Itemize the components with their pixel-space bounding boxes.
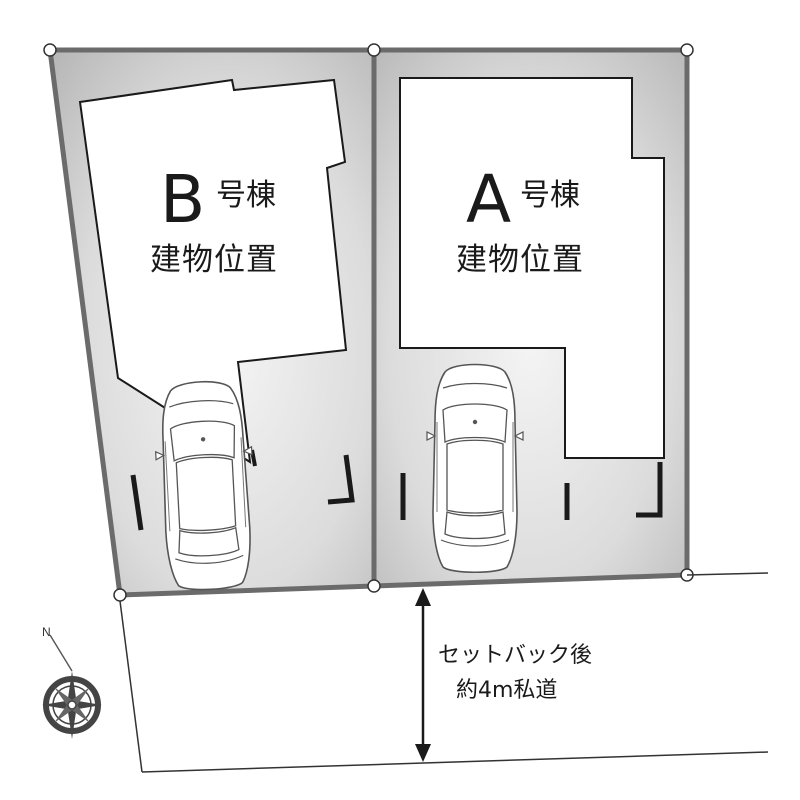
lot-a-sublabel: 建物位置: [456, 242, 584, 278]
parking-mark-b-right: [327, 454, 355, 505]
lot-b: [47, 47, 377, 598]
corner-marker: [367, 43, 381, 57]
compass-icon: [42, 634, 102, 739]
compass-north-label: N: [42, 625, 51, 639]
road-label-line1: セットバック後: [438, 643, 592, 668]
lot-a-label: 号棟: [520, 178, 580, 213]
parking-mark-b-left: [130, 474, 144, 531]
corner-marker: [43, 43, 57, 57]
boundary-markers: [43, 43, 694, 602]
private-road: [119, 572, 769, 773]
car-a-icon: [426, 363, 524, 574]
road-label-line2: 約4m私道: [456, 678, 557, 703]
parking-mark-b-mid: [250, 449, 257, 467]
road-edge-top: [686, 572, 769, 576]
corner-marker: [367, 579, 381, 593]
lot-a-letter: A: [466, 161, 511, 238]
road-edge-left: [119, 600, 143, 773]
corner-marker: [113, 588, 127, 602]
parking-mark-a-right: [636, 462, 663, 518]
road-width-arrow: [415, 588, 431, 762]
lot-b-label: 号棟: [216, 178, 276, 213]
lot-b-sublabel: 建物位置: [150, 242, 278, 278]
corner-marker: [680, 43, 694, 57]
building-a-footprint: [399, 77, 665, 459]
lot-a: [371, 47, 690, 589]
lot-b-letter: B: [160, 161, 205, 238]
road-edge-bottom: [141, 751, 769, 773]
